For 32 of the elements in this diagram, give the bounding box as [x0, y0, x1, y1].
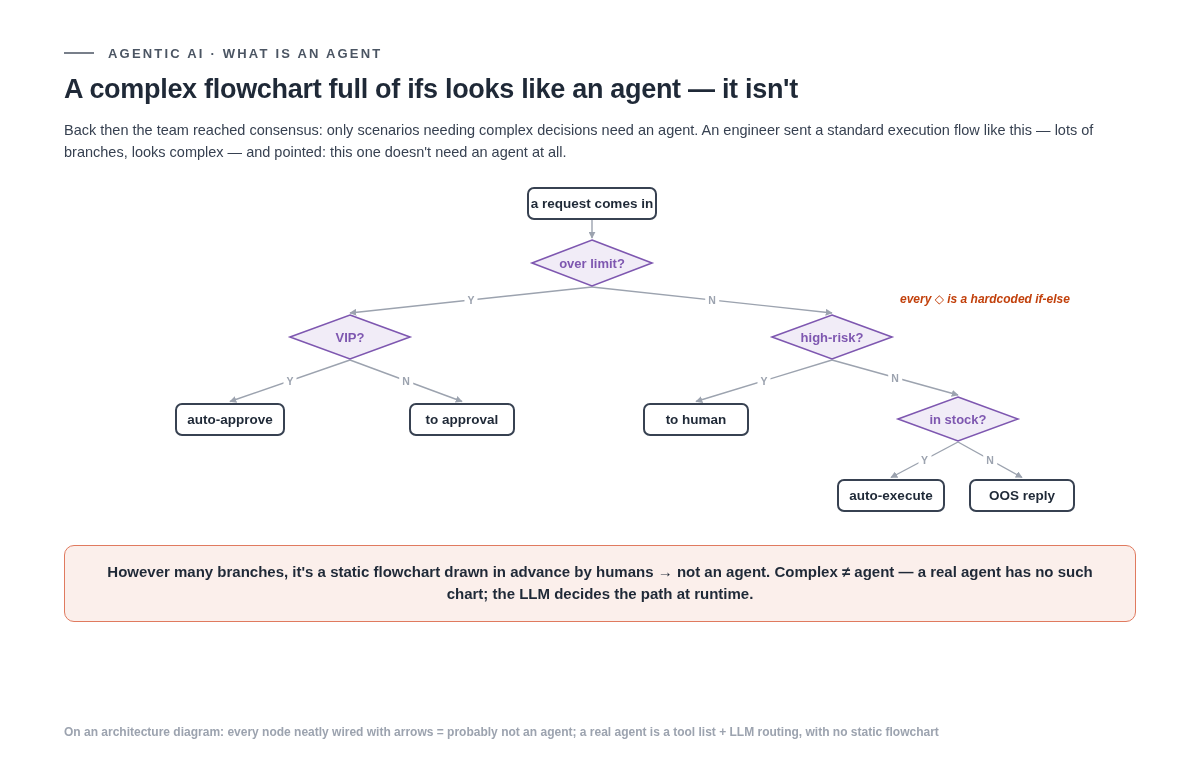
edge-label: Y: [283, 374, 297, 387]
decision-diamond: VIP?: [289, 314, 411, 360]
process-box: a request comes in: [527, 186, 657, 220]
arrow: [591, 286, 833, 316]
section-kicker: AGENTIC AI · WHAT IS AN AGENT: [108, 46, 383, 61]
subtitle: Back then the team reached consensus: only scenarios needing complex decisions need an agent. An engineer sent a standard execution flow like this — lots of branches, looks complex — and pointed: this one doesn't need an agent at all.: [64, 121, 1095, 162]
arrow: [349, 286, 593, 316]
arrow: [831, 359, 959, 397]
decision-diamond: over limit?: [531, 239, 653, 287]
arrow: [588, 218, 596, 239]
arrow: [890, 441, 959, 479]
arrow: [229, 359, 351, 403]
process-box: auto-approve: [175, 402, 285, 436]
page-title: A complex flowchart full of ifs looks like an agent — it isn't: [64, 74, 798, 105]
edge-label: Y: [464, 294, 478, 306]
footer-note: On an architecture diagram: every node neatly wired with arrows = probably not an agent; a real agent is a tool list + LLM routing, with no static flowchart: [64, 725, 939, 739]
process-box: OOS reply: [969, 478, 1075, 512]
arrow: [349, 359, 463, 403]
process-box: auto-execute: [837, 478, 945, 512]
edge-label: Y: [918, 453, 931, 466]
edge-label: N: [705, 294, 719, 306]
edge-label: Y: [757, 374, 771, 387]
annotation-note: every ◇ is a hardcoded if-else: [900, 292, 1071, 306]
callout-box: However many branches, it's a static flowchart drawn in advance by humans → not an agent. Complex ≠ agent — a real agent has no such chart; the LLM decides the path at runtime.: [64, 544, 1136, 622]
process-box: to approval: [409, 402, 515, 436]
edge-label: N: [983, 453, 997, 466]
process-box: to human: [643, 402, 749, 436]
decision-diamond: in stock?: [897, 396, 1019, 442]
arrow: [695, 359, 833, 403]
edge-label: N: [888, 371, 902, 384]
decision-diamond: high-risk?: [771, 314, 893, 360]
edge-label: N: [399, 374, 413, 387]
